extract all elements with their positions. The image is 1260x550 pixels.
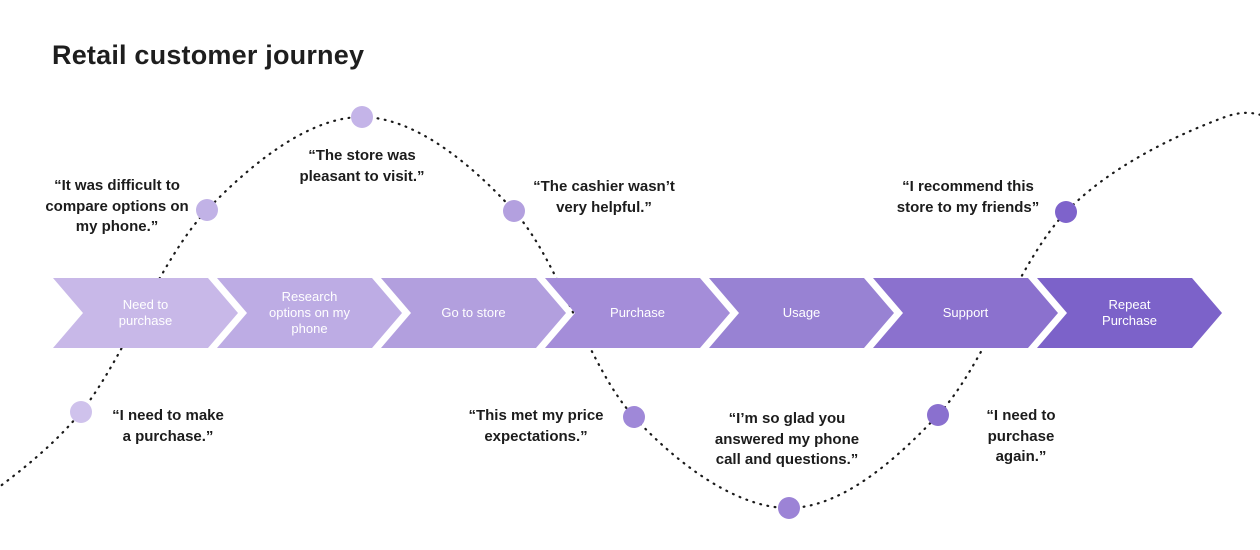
stage-chevron-go-to-store: Go to store — [381, 278, 566, 348]
stage-label: Support — [942, 304, 989, 320]
sentiment-dot-6 — [927, 404, 949, 426]
stage-chevron-repeat-purchase: Repeat Purchase — [1037, 278, 1222, 348]
sentiment-dot-1 — [196, 199, 218, 221]
sentiment-dot-2 — [351, 106, 373, 128]
page-title: Retail customer journey — [52, 40, 365, 70]
stage-label: Repeat Purchase — [1102, 296, 1157, 328]
sentiment-dot-7 — [1055, 201, 1077, 223]
quote-recommend-store: “I recommend this store to my friends” — [896, 178, 1040, 216]
sentiment-curve — [0, 111, 1260, 510]
stage-label: Purchase — [610, 304, 665, 320]
sentiment-dot-4 — [623, 406, 645, 428]
stage-chevron-need-to-purchase: Need to purchase — [53, 278, 238, 348]
quote-need-to-make-purchase: “I need to make a purchase.” — [112, 407, 224, 445]
sentiment-dots — [70, 106, 1077, 519]
quote-cashier-not-helpful: “The cashier wasn’t very helpful.” — [533, 178, 675, 216]
stage-chevron-purchase: Purchase — [545, 278, 730, 348]
quote-difficult-to-compare: “It was difficult to compare options on … — [45, 177, 189, 236]
stage-label: Go to store — [441, 304, 506, 320]
sentiment-dot-3 — [503, 200, 525, 222]
stage-chevron-usage: Usage — [709, 278, 894, 348]
sentiment-dot-5 — [778, 497, 800, 519]
quote-store-pleasant: “The store was pleasant to visit.” — [299, 147, 425, 185]
stage-chevron-research-options: Research options on my phone — [217, 278, 402, 348]
stage-label: Research options on my phone — [269, 288, 350, 337]
stage-label: Usage — [782, 304, 821, 320]
quote-met-price-expectations: “This met my price expectations.” — [468, 407, 604, 445]
stage-chevron-support: Support — [873, 278, 1058, 348]
quote-purchase-again: “I need to purchase again.” — [986, 407, 1056, 466]
sentiment-dot-0 — [70, 401, 92, 423]
quote-glad-you-answered: “I’m so glad you answered my phone call … — [714, 410, 860, 469]
stage-label: Need to purchase — [118, 296, 173, 328]
